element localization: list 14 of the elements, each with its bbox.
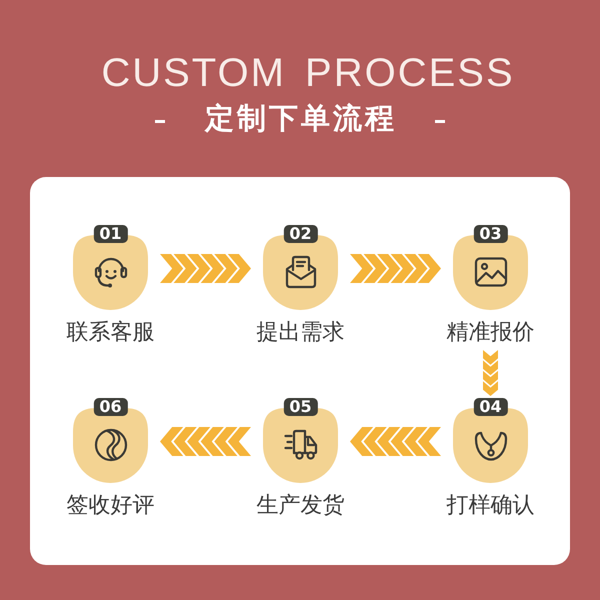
step-label: 提出需求	[256, 320, 344, 346]
step-number: 06	[99, 398, 122, 416]
step-label: 打样确认	[446, 493, 534, 519]
subtitle: 定制下单流程	[205, 100, 397, 136]
step-label: 联系客服	[66, 320, 154, 346]
step-number: 05	[289, 398, 312, 416]
step-number: 01	[99, 225, 122, 243]
step-number: 04	[479, 398, 502, 416]
step-number: 02	[289, 225, 312, 243]
step-label: 签收好评	[66, 493, 154, 519]
step-label: 精准报价	[446, 320, 534, 346]
step-label: 生产发货	[256, 493, 344, 519]
title: CUSTOM PROCESS	[101, 50, 515, 97]
step-number: 03	[479, 225, 502, 243]
